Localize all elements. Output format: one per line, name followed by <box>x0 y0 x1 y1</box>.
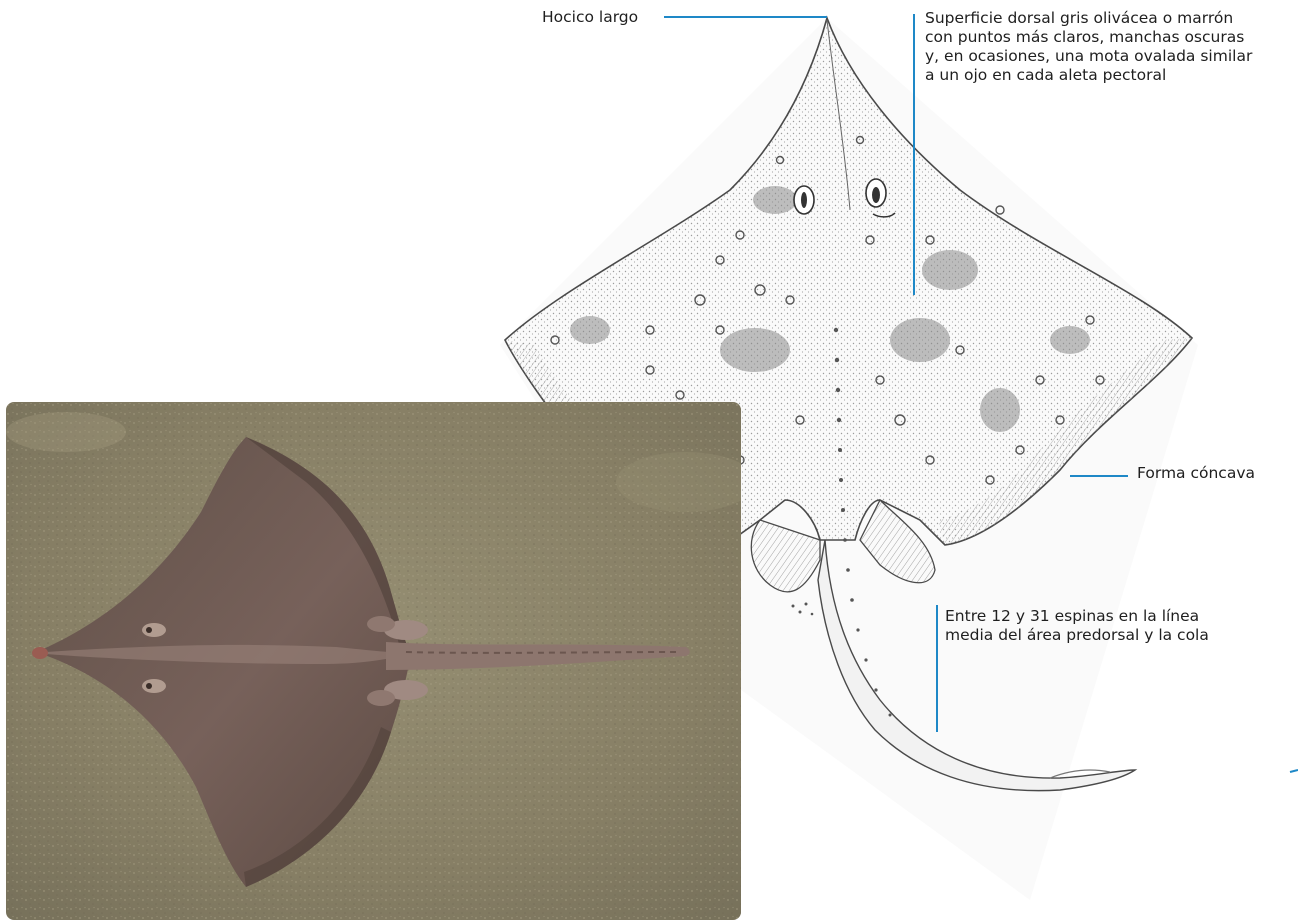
label-long-snout: Hocico largo <box>542 8 638 27</box>
label-dorsal-surface: Superficie dorsal gris olivácea o marrón… <box>925 9 1252 85</box>
label-dorsal-line: y, en ocasiones, una mota ovalada simila… <box>925 47 1252 66</box>
label-spines: Entre 12 y 31 espinas en la línea media … <box>945 607 1209 645</box>
label-concave-shape: Forma cóncava <box>1137 464 1255 483</box>
skate-photograph <box>6 402 741 920</box>
label-spines-line: Entre 12 y 31 espinas en la línea <box>945 607 1209 626</box>
label-dorsal-line: con puntos más claros, manchas oscuras <box>925 28 1252 47</box>
label-dorsal-line: a un ojo en cada aleta pectoral <box>925 66 1252 85</box>
label-dorsal-line: Superficie dorsal gris olivácea o marrón <box>925 9 1252 28</box>
label-spines-line: media del área predorsal y la cola <box>945 626 1209 645</box>
